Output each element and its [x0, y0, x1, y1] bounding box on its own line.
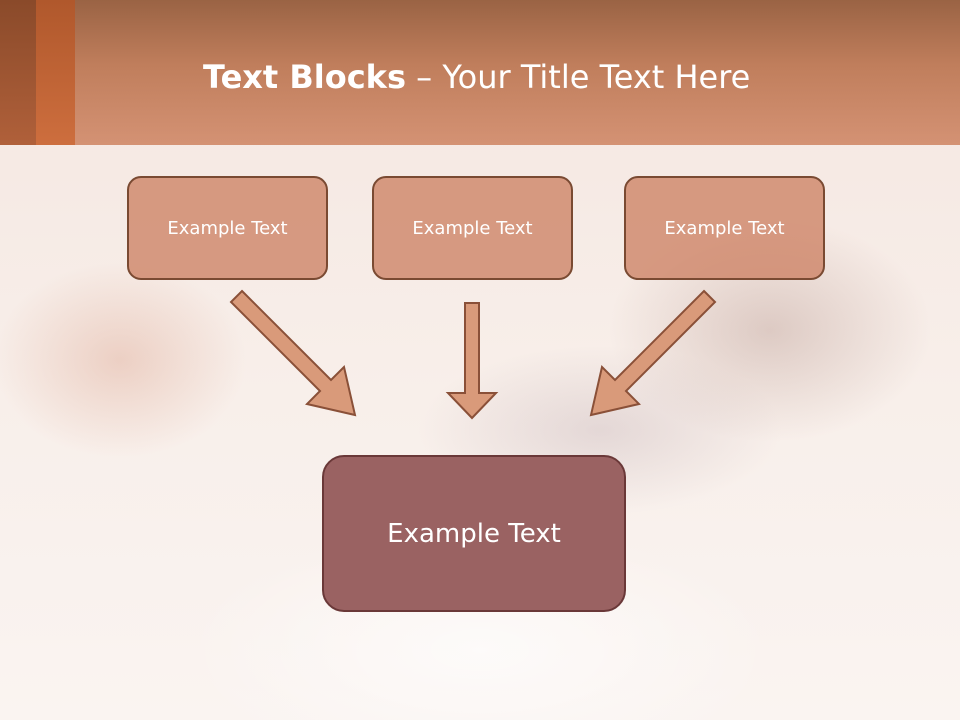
arrow-right [589, 289, 717, 417]
text-block-1[interactable]: Example Text [127, 176, 328, 280]
text-block-2[interactable]: Example Text [372, 176, 573, 280]
slide-title[interactable]: Text Blocks – Your Title Text Here [203, 55, 750, 99]
accent-bar-light [36, 0, 75, 145]
text-block-2-label: Example Text [412, 217, 533, 239]
target-block[interactable]: Example Text [322, 455, 626, 612]
title-bold: Text Blocks [203, 58, 406, 96]
target-block-label: Example Text [387, 518, 561, 549]
title-band: Text Blocks – Your Title Text Here [0, 0, 960, 145]
title-rest: Your Title Text Here [442, 58, 751, 96]
arrow-center [445, 302, 499, 420]
title-separator: – [406, 58, 443, 96]
text-block-1-label: Example Text [167, 217, 288, 239]
accent-bar-dark [0, 0, 36, 145]
text-block-3-label: Example Text [664, 217, 785, 239]
arrow-left [229, 289, 357, 417]
text-block-3[interactable]: Example Text [624, 176, 825, 280]
